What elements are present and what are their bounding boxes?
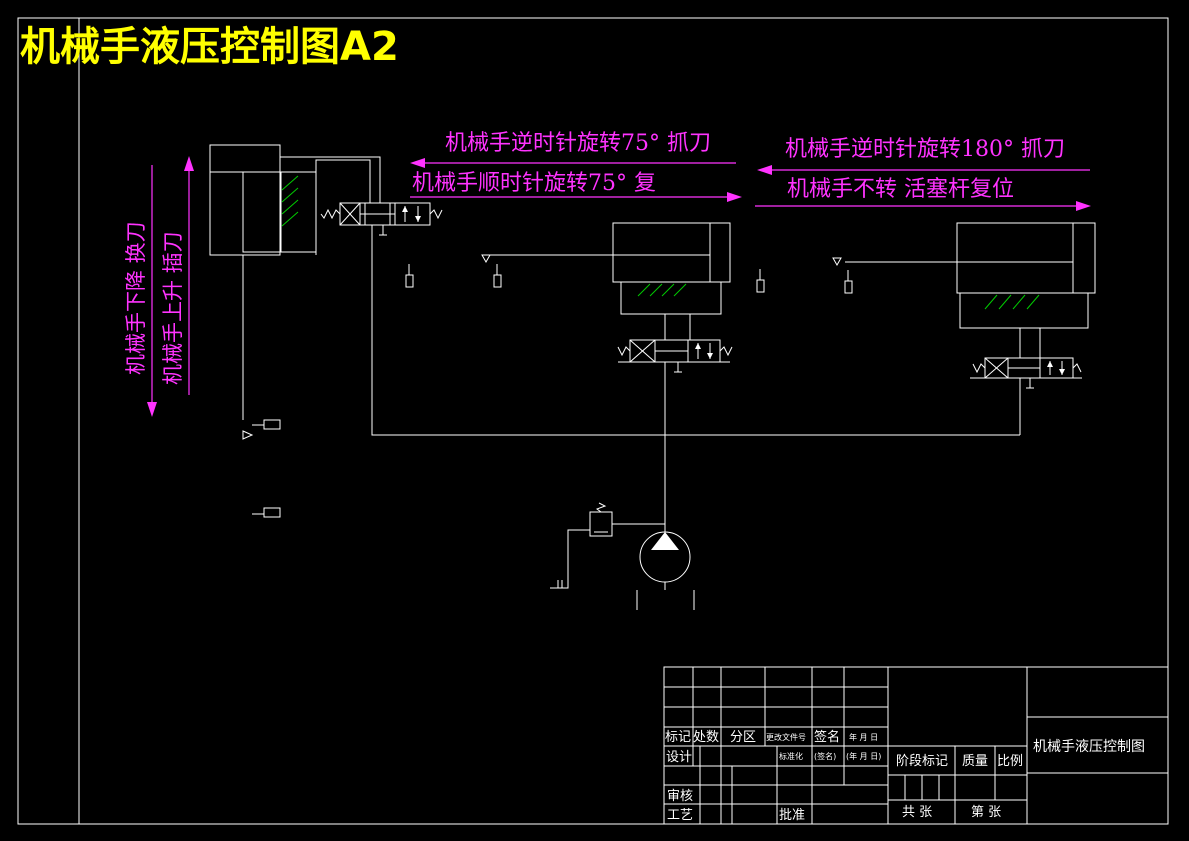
arrow-ccw180 [757, 165, 1090, 175]
tb-sheet-no: 第 张 [971, 805, 1001, 820]
limit-switch-4 [405, 264, 414, 288]
tb-count: 处数 [693, 730, 719, 745]
arrow-ccw75 [410, 158, 736, 168]
lift-cylinder-hatch [281, 175, 299, 227]
tb-zone: 分区 [730, 730, 756, 745]
tb-mass: 质量 [962, 754, 988, 769]
label-raise-insert: 机械手上升 插刀 [161, 231, 185, 385]
rotary-valve-180 [970, 357, 1082, 435]
tb-design: 设计 [666, 750, 692, 765]
relief-valve [550, 502, 665, 589]
rotary-valve-75 [617, 339, 733, 455]
tb-process: 工艺 [667, 808, 693, 823]
label-ccw75-grab: 机械手逆时针旋转75° 抓刀 [445, 131, 711, 156]
inner-border [78, 17, 1169, 825]
tb-doc-no: 更改文件号 [766, 732, 806, 742]
tb-date-paren: (年 月 日) [846, 751, 881, 761]
arrow-down [147, 165, 157, 417]
hydraulic-pump [636, 455, 695, 610]
tb-standardize: 标准化 [779, 751, 803, 761]
limit-switch-3 [493, 264, 502, 288]
tb-scale: 比例 [997, 754, 1023, 769]
label-lower-change: 机械手下降 换刀 [124, 221, 148, 375]
title-block [663, 666, 1169, 825]
tb-signature-paren: (签名) [814, 751, 836, 761]
tb-approve: 批准 [779, 808, 805, 823]
lift-valve [320, 202, 443, 236]
lift-cylinder [209, 144, 317, 440]
arrow-no-rotate [755, 201, 1091, 211]
arrow-cw75 [410, 192, 742, 202]
tb-marker: 标记 [665, 730, 691, 745]
tb-drawing-name: 机械手液压控制图 [1033, 739, 1145, 755]
arrow-up [184, 156, 194, 395]
page-title: 机械手液压控制图A2 [20, 24, 399, 70]
limit-switch-1 [252, 419, 281, 430]
limit-switch-5 [756, 269, 765, 293]
rotary-cylinder-180 [832, 222, 1096, 358]
limit-switch-2 [252, 507, 281, 518]
label-cw75-reset: 机械手顺时针旋转75° 复 [412, 171, 656, 196]
label-no-rotate-reset: 机械手不转 活塞杆复位 [787, 177, 1014, 202]
label-ccw180-grab: 机械手逆时针旋转180° 抓刀 [785, 137, 1065, 162]
tb-review: 审核 [667, 789, 693, 804]
tb-stage-mark: 阶段标记 [896, 754, 948, 769]
tb-total-sheets: 共 张 [902, 805, 932, 820]
rotary-cylinder-75 [481, 222, 731, 340]
limit-switch-6 [844, 270, 853, 294]
tb-date: 年 月 日 [849, 732, 878, 742]
tb-signature: 签名 [814, 729, 840, 745]
